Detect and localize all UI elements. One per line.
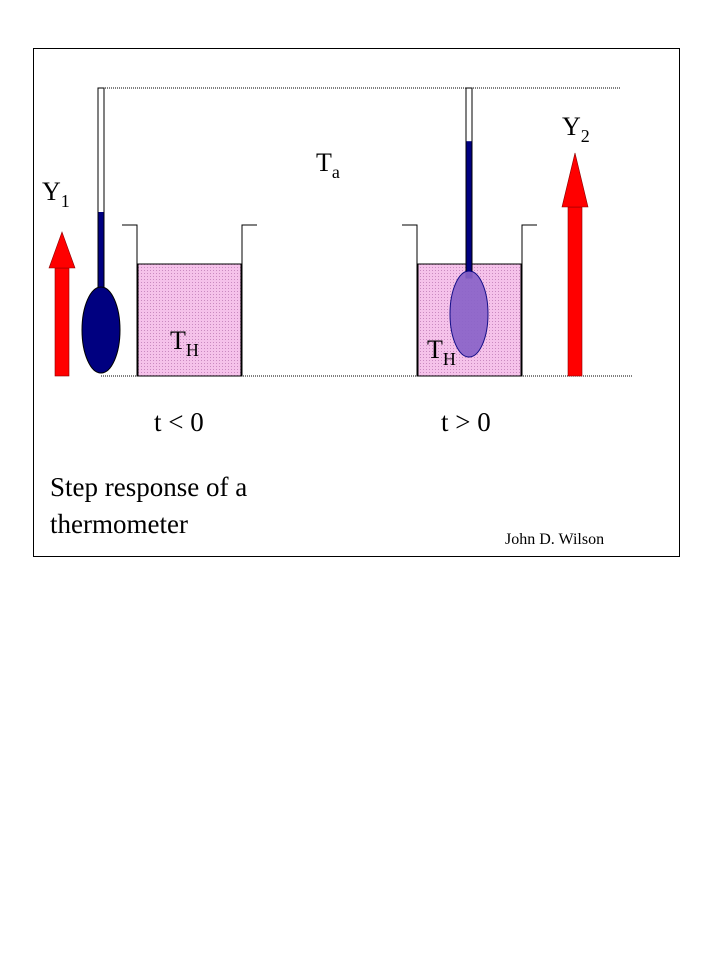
arrow-y1-icon [48, 231, 76, 377]
thermometer-after-icon [449, 87, 489, 358]
label-th-left: TH [170, 326, 199, 360]
caption-line-2: thermometer [50, 509, 188, 539]
author-credit: John D. Wilson [505, 531, 604, 548]
label-ta: Ta [316, 148, 340, 182]
label-y2: Y2 [562, 112, 590, 146]
label-th-right: TH [427, 335, 456, 369]
label-time-after: t > 0 [441, 407, 491, 437]
label-y1: Y1 [42, 177, 70, 211]
arrow-y2-icon [561, 152, 589, 377]
diagram-frame [33, 48, 680, 557]
water-bath-left [122, 224, 257, 377]
label-time-before: t < 0 [154, 407, 204, 437]
caption-line-1: Step response of a [50, 472, 247, 502]
thermometer-before-icon [81, 87, 121, 374]
